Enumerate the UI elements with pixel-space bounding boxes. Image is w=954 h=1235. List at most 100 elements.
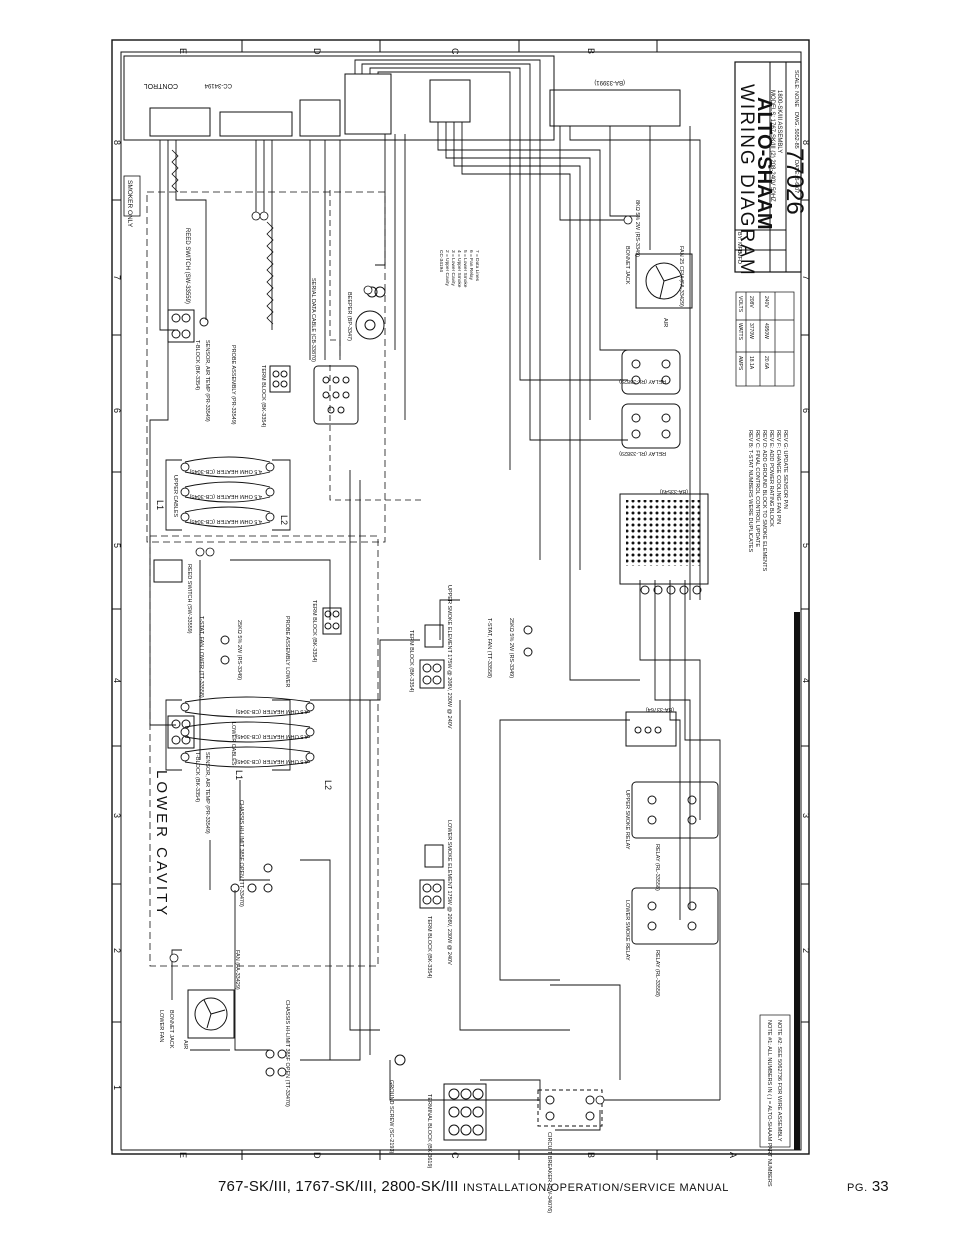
relay-upper-label: RELAY (RL-33558) bbox=[654, 844, 660, 891]
control-label: CONTROL bbox=[144, 82, 178, 89]
col-letter-c-top: C bbox=[450, 48, 460, 55]
wire-terminals bbox=[169, 211, 633, 1105]
row-number-8-right: 8 bbox=[801, 140, 811, 145]
term-lower-block bbox=[322, 607, 342, 635]
revision-note: REV D: ADD GROUND BLOCK TO SMOKE ELEMENT… bbox=[761, 430, 767, 571]
upper-heater-label: 4.5 OHM HEATER (CB-3045) bbox=[189, 493, 262, 499]
resistor-upper-label: 25KΩ 5% 2W (RS-3349) bbox=[508, 618, 514, 678]
sensor-upper-label: SENSOR, AIR TEMP (PR-33549) bbox=[204, 340, 210, 422]
row-number-6-left: 6 bbox=[112, 408, 122, 413]
rating-table bbox=[735, 291, 795, 387]
revision-note: REV C: FINAL CONTROL CONTROL UPDATE bbox=[754, 430, 760, 547]
chassis-hi-limit bbox=[230, 863, 273, 893]
col-letter-d-top: D bbox=[312, 48, 322, 55]
beeper bbox=[355, 286, 386, 340]
chassis-hi-limit-2-label: CHASSIS HI-LIMIT 385F OPEN (TT-33470) bbox=[284, 1000, 290, 1107]
models-label: MODELS: 1767-SK/III (2) 208-240V 50HZ bbox=[769, 90, 775, 202]
lower-smoke-label: LOWER SMOKE ELEMENT 175W @ 208V, 230W @ … bbox=[446, 820, 452, 965]
chassis-hi-limit-label: CHASSIS HI-LIMIT 385F OPEN (TT-33470) bbox=[238, 800, 244, 907]
tstat-fan-lower-label: T-STAT, FAN LOWER (TT-33558) bbox=[198, 616, 204, 698]
upper-heater-label: 4.5 OHM HEATER (CB-3045) bbox=[189, 518, 262, 524]
lower-cavity-outline bbox=[149, 535, 379, 967]
notes: NOTE #1: ALL NUMBERS IN ( ) = ALTO-SHAAM… bbox=[766, 1020, 782, 1187]
reed-cable bbox=[171, 149, 179, 193]
note-1: NOTE #1: ALL NUMBERS IN ( ) = ALTO-SHAAM… bbox=[766, 1020, 772, 1187]
l1-upper: L1 bbox=[155, 500, 165, 510]
smoker-only-label: SMOKER ONLY bbox=[126, 180, 133, 228]
fan-upper-label: FAN 25 CFM (FA-33429) bbox=[678, 246, 684, 307]
bonnet-jack-label: BONNET JACK bbox=[624, 246, 630, 285]
cc-legend: CC-34194 2 = Upper Cavity 3 = Lower Cavi… bbox=[438, 250, 480, 288]
cc-legend-line: 2 = Upper Cavity bbox=[444, 250, 450, 286]
revision-bar bbox=[794, 612, 800, 1150]
resistor-8k-label: 8KΩ 5% 2W (RS-3349) bbox=[634, 200, 640, 257]
lower-heater-label: 4.5 OHM HEATER (CB-3045) bbox=[235, 708, 308, 714]
l2-upper: L2 bbox=[279, 515, 289, 525]
diagram-title: WIRING DIAGRAM bbox=[736, 84, 757, 277]
relay-2-label: RELAY (RL-33829) bbox=[619, 450, 666, 456]
col-letter-b-bottom: B bbox=[586, 1152, 596, 1158]
row-number-2-left: 2 bbox=[112, 948, 122, 953]
col-letter-c-bottom: C bbox=[450, 1152, 460, 1159]
bonnet-jack-lower-label: BONNET JACK bbox=[168, 1010, 174, 1049]
fan-lower bbox=[187, 989, 235, 1039]
revision-notes: REV B: T-STAT NUMBERS WERE DUPLICATES RE… bbox=[747, 430, 788, 571]
row-number-3-right: 3 bbox=[801, 813, 811, 818]
row-number-4-right: 4 bbox=[801, 678, 811, 683]
rating-cell: 208V bbox=[748, 296, 754, 308]
col-letter-a-bottom: A bbox=[728, 1152, 738, 1158]
resistor-lower-label: 25KΩ 5% 2W (RS-3349) bbox=[236, 620, 242, 680]
row-number-7-left: 7 bbox=[112, 275, 122, 280]
brand-logo: ALTO-SHAAM bbox=[753, 97, 775, 230]
lower-heater-label: 4.5 OHM HEATER (CB-3045) bbox=[235, 758, 308, 764]
upper-cavity-outline bbox=[146, 191, 386, 543]
rating-cell: 20.6A bbox=[763, 356, 769, 370]
rating-cell: 3770W bbox=[748, 323, 754, 339]
ba3354-label: (BA-33549) bbox=[660, 488, 688, 494]
lower-heater-label: 4.5 OHM HEATER (CB-3045) bbox=[235, 733, 308, 739]
smoker-only-box bbox=[123, 175, 141, 217]
rating-cell: 18.1A bbox=[748, 356, 754, 370]
relay-1-label: RELAY (RL-33829) bbox=[619, 378, 666, 384]
reed-switch-lower-label: REED SWITCH (SW-33559) bbox=[186, 564, 192, 634]
control-board bbox=[123, 55, 681, 141]
col-letter-e-bottom: E bbox=[178, 1152, 188, 1158]
upper-smoke-element bbox=[419, 624, 445, 689]
cc-legend-line: 7 = Data Lines bbox=[474, 250, 480, 282]
upper-t-block bbox=[167, 309, 209, 343]
upper-heaters bbox=[180, 456, 275, 528]
l2-lower: L2 bbox=[323, 780, 333, 790]
mfd-label: MFD bbox=[736, 252, 742, 264]
dwg-label: DWG. 5052-85 bbox=[793, 112, 799, 149]
cc-legend-line: 6 = Fan Relay bbox=[468, 250, 474, 281]
ground-screw-label: GROUND SCREW (SC-2193) bbox=[388, 1080, 394, 1154]
sub-label: 1800-SK/III ASSEMBLY bbox=[776, 90, 782, 153]
rating-header-amps: AMPS bbox=[737, 356, 743, 371]
upper-heater-label: 4.5 OHM HEATER (CB-3045) bbox=[189, 468, 262, 474]
upper-cables-label: UPPER CABLES bbox=[172, 475, 178, 518]
rating-cell: 4950W bbox=[763, 323, 769, 339]
manual-title-models: 767-SK/III, 1767-SK/III, 2800-SK/III bbox=[218, 1178, 459, 1195]
serial-data-label: SERIAL DATA CABLE (CB-33870) bbox=[310, 278, 316, 362]
cc-legend-line: 5 = Lower Smoke bbox=[462, 250, 468, 288]
lower-smoke-element bbox=[419, 844, 445, 909]
probe-assembly-label: PROBE ASSEMBLY (PR-33549) bbox=[230, 345, 236, 425]
page-number-value: 33 bbox=[871, 1178, 889, 1195]
revision-note: REV G: UPDATE SENSOR P/N bbox=[782, 430, 788, 509]
small-board bbox=[625, 711, 677, 747]
relay-lower-label: RELAY (RL-33558) bbox=[654, 950, 660, 997]
column-letters-top: E D C B bbox=[178, 48, 596, 55]
col-letter-e-top: E bbox=[178, 48, 188, 54]
row-numbers: 8 7 6 5 4 3 2 1 8 7 6 5 4 3 2 bbox=[112, 140, 811, 1090]
resistor-lower bbox=[220, 635, 230, 665]
row-number-5-left: 5 bbox=[112, 543, 122, 548]
row-number-1-left: 1 bbox=[112, 1085, 122, 1090]
term-lower-label: TERM BLOCK (BK-3354) bbox=[311, 600, 317, 663]
terminal-block-label: TERMINAL BLOCK (BK-3619) bbox=[426, 1094, 432, 1169]
circuit-breaker bbox=[537, 1089, 603, 1127]
lower-cables-label: LOWER CABLES bbox=[230, 722, 236, 766]
lower-cavity-label: LOWER CAVITY bbox=[153, 770, 170, 918]
l1-lower: L1 bbox=[234, 770, 244, 780]
fan-upper bbox=[635, 253, 693, 309]
